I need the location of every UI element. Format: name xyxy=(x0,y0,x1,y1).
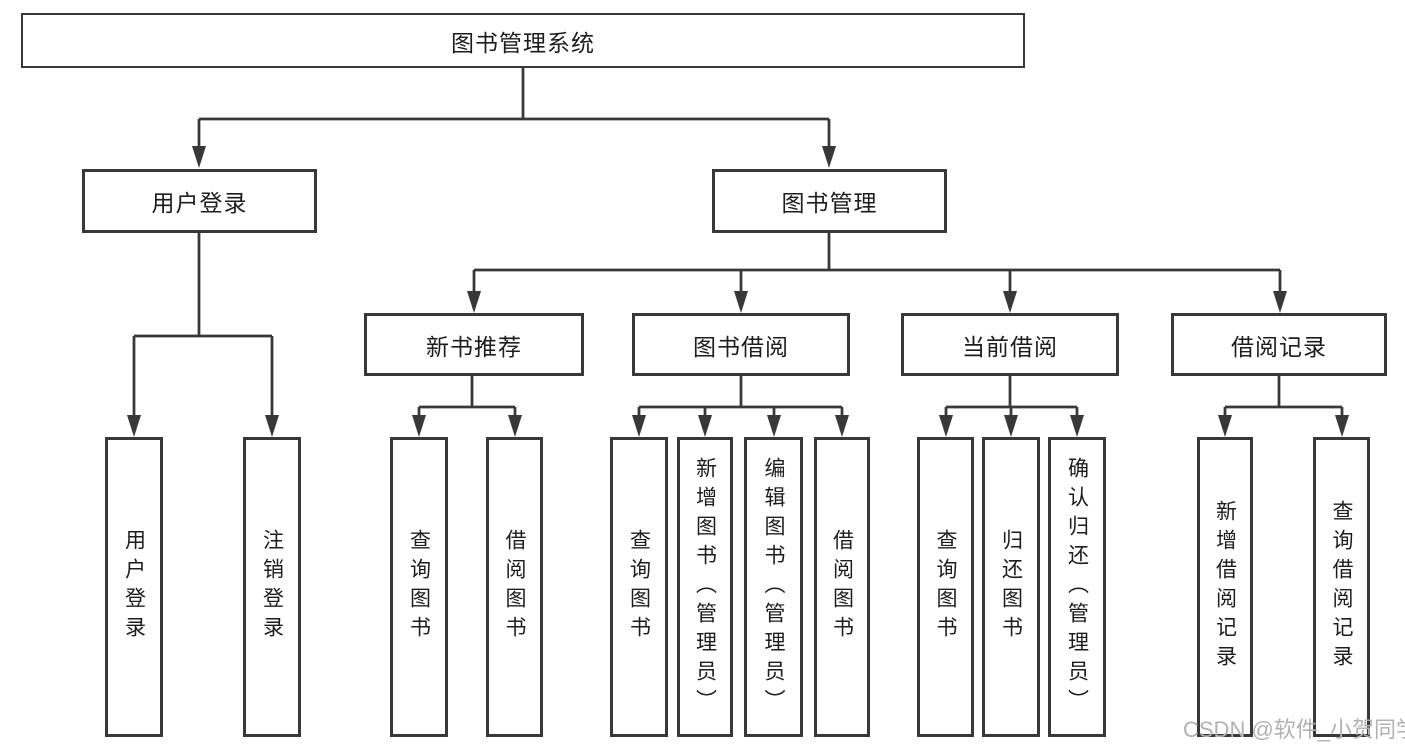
node-label: 图书管理系统 xyxy=(451,29,595,56)
leaf-query-books-borrow: 查询图书 xyxy=(610,437,668,737)
node-label: 新增借阅记录 xyxy=(1213,500,1237,674)
node-user-login: 用户登录 xyxy=(82,169,317,233)
node-label: 查询图书 xyxy=(407,529,431,645)
node-label: 用户登录 xyxy=(122,529,146,645)
leaf-query-books-recommend: 查询图书 xyxy=(390,437,448,737)
arrowheads xyxy=(127,146,1349,437)
leaf-confirm-return-admin: 确认归还（管理员） xyxy=(1048,437,1106,737)
node-root: 图书管理系统 xyxy=(21,13,1025,68)
node-label: 新增图书（管理员） xyxy=(693,456,717,718)
node-label: 借阅记录 xyxy=(1231,333,1327,360)
leaf-logout: 注销登录 xyxy=(243,437,301,737)
watermark: CSDN @软件_小贺同学 xyxy=(1183,717,1405,742)
leaf-add-book-admin: 新增图书（管理员） xyxy=(677,437,733,737)
node-label: 图书借阅 xyxy=(693,333,789,360)
node-label: 当前借阅 xyxy=(962,333,1058,360)
node-label: 查询图书 xyxy=(627,529,651,645)
leaf-edit-book-admin: 编辑图书（管理员） xyxy=(744,437,803,737)
node-label: 图书管理 xyxy=(781,190,878,216)
leaf-borrow-books-recommend: 借阅图书 xyxy=(486,437,543,737)
leaf-query-borrow-record: 查询借阅记录 xyxy=(1313,437,1370,737)
leaf-return-book: 归还图书 xyxy=(982,437,1040,737)
leaf-user-login: 用户登录 xyxy=(105,437,163,737)
node-label: 编辑图书（管理员） xyxy=(762,456,785,718)
node-current-borrowing: 当前借阅 xyxy=(901,313,1119,376)
leaf-borrow-books: 借阅图书 xyxy=(814,437,870,737)
node-label: 借阅图书 xyxy=(503,529,526,645)
node-label: 查询借阅记录 xyxy=(1330,500,1353,674)
node-label: 确认归还（管理员） xyxy=(1065,456,1089,718)
node-label: 查询图书 xyxy=(934,529,957,645)
node-book-management: 图书管理 xyxy=(712,169,947,233)
leaf-add-borrow-record: 新增借阅记录 xyxy=(1197,437,1253,737)
leaf-query-books-current: 查询图书 xyxy=(917,437,974,737)
node-label: 用户登录 xyxy=(151,190,248,216)
node-label: 归还图书 xyxy=(999,529,1023,645)
node-label: 新书推荐 xyxy=(426,333,522,360)
node-label: 注销登录 xyxy=(260,529,284,645)
node-borrowing-records: 借阅记录 xyxy=(1171,313,1387,376)
node-book-borrowing: 图书借阅 xyxy=(632,313,850,376)
node-label: 借阅图书 xyxy=(830,529,854,645)
node-new-book-recommend: 新书推荐 xyxy=(364,313,584,376)
